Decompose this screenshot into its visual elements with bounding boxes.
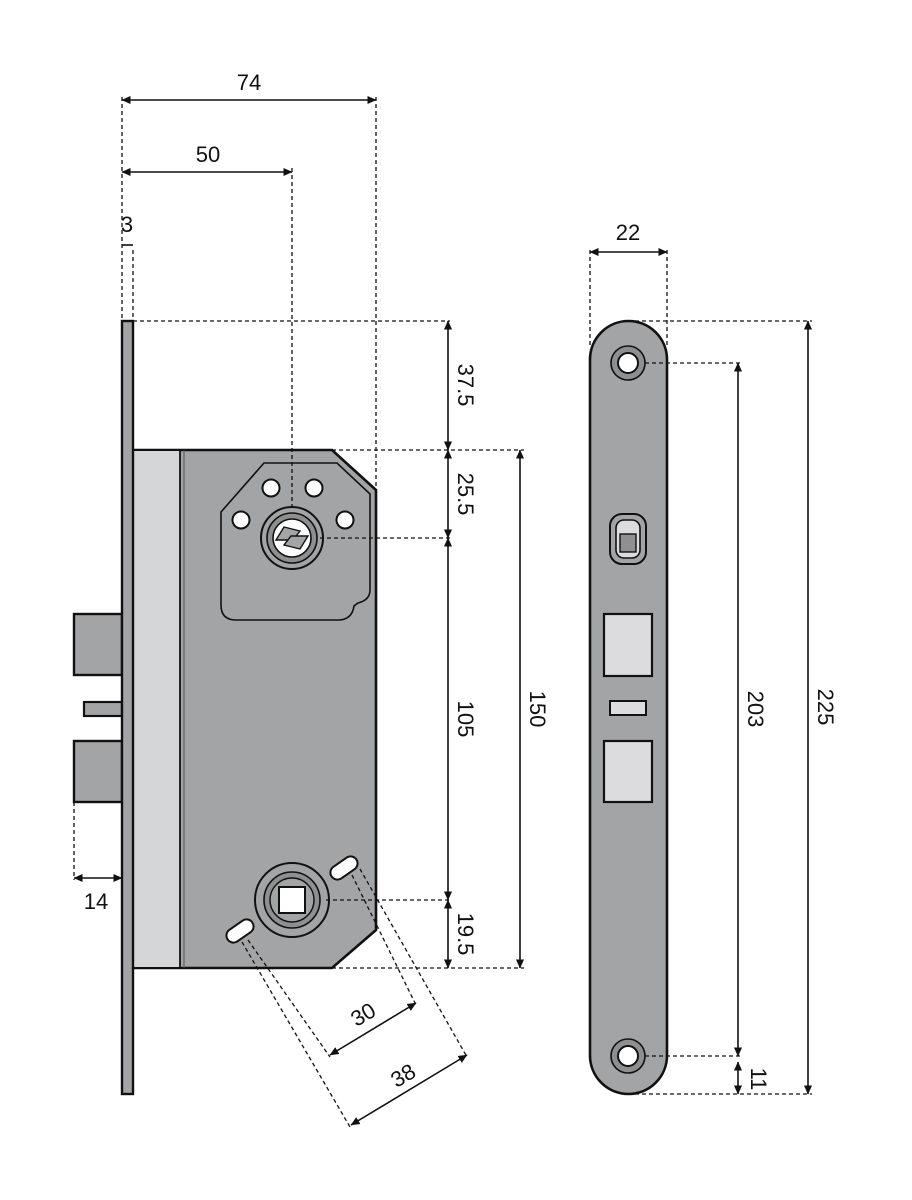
- dim-225: 225: [813, 689, 838, 726]
- latch-window: [602, 612, 654, 678]
- cylinder-screw-hole: [231, 510, 251, 530]
- faceplate-side: [120, 319, 135, 1096]
- cylinder-follower: [260, 506, 324, 570]
- dim-30: 30: [346, 998, 380, 1032]
- case-front-strip: [134, 451, 180, 967]
- dim-19-5: 19.5: [453, 913, 478, 956]
- dim-38: 38: [386, 1059, 420, 1093]
- latch-tongue: [82, 700, 124, 718]
- selector-slot: [609, 513, 647, 565]
- latch-bolt: [72, 612, 124, 677]
- handle-follower: [254, 862, 330, 938]
- dead-bolt: [72, 739, 124, 804]
- dim-203: 203: [743, 691, 768, 728]
- tongue-window: [609, 700, 647, 716]
- left-view-dimensions: 74 50 3 37.5 25.5 105 19.5 150 14 30 38: [73, 70, 550, 1128]
- dim-150: 150: [525, 691, 550, 728]
- cylinder-screw-hole: [335, 510, 355, 530]
- faceplate-front-view: [588, 319, 669, 1096]
- dim-11: 11: [746, 1068, 771, 1091]
- dim-37-5: 37.5: [453, 364, 478, 407]
- cylinder-screw-hole: [261, 478, 281, 498]
- deadbolt-window: [602, 739, 654, 804]
- dim-22: 22: [616, 220, 640, 245]
- right-view-dimensions: 22 203 11 225: [589, 220, 838, 1095]
- lock-body-side-view: [72, 319, 378, 1096]
- dim-3: 3: [121, 212, 133, 237]
- cylinder-screw-hole: [304, 478, 324, 498]
- dim-105: 105: [453, 701, 478, 738]
- mounting-slot: [225, 918, 255, 944]
- mounting-slot: [329, 855, 359, 881]
- screw-hole-inner: [617, 352, 639, 374]
- dim-74: 74: [237, 70, 261, 95]
- dim-14: 14: [84, 889, 108, 914]
- dim-50: 50: [196, 142, 220, 167]
- dim-25-5: 25.5: [453, 473, 478, 516]
- screw-hole-inner: [617, 1045, 639, 1067]
